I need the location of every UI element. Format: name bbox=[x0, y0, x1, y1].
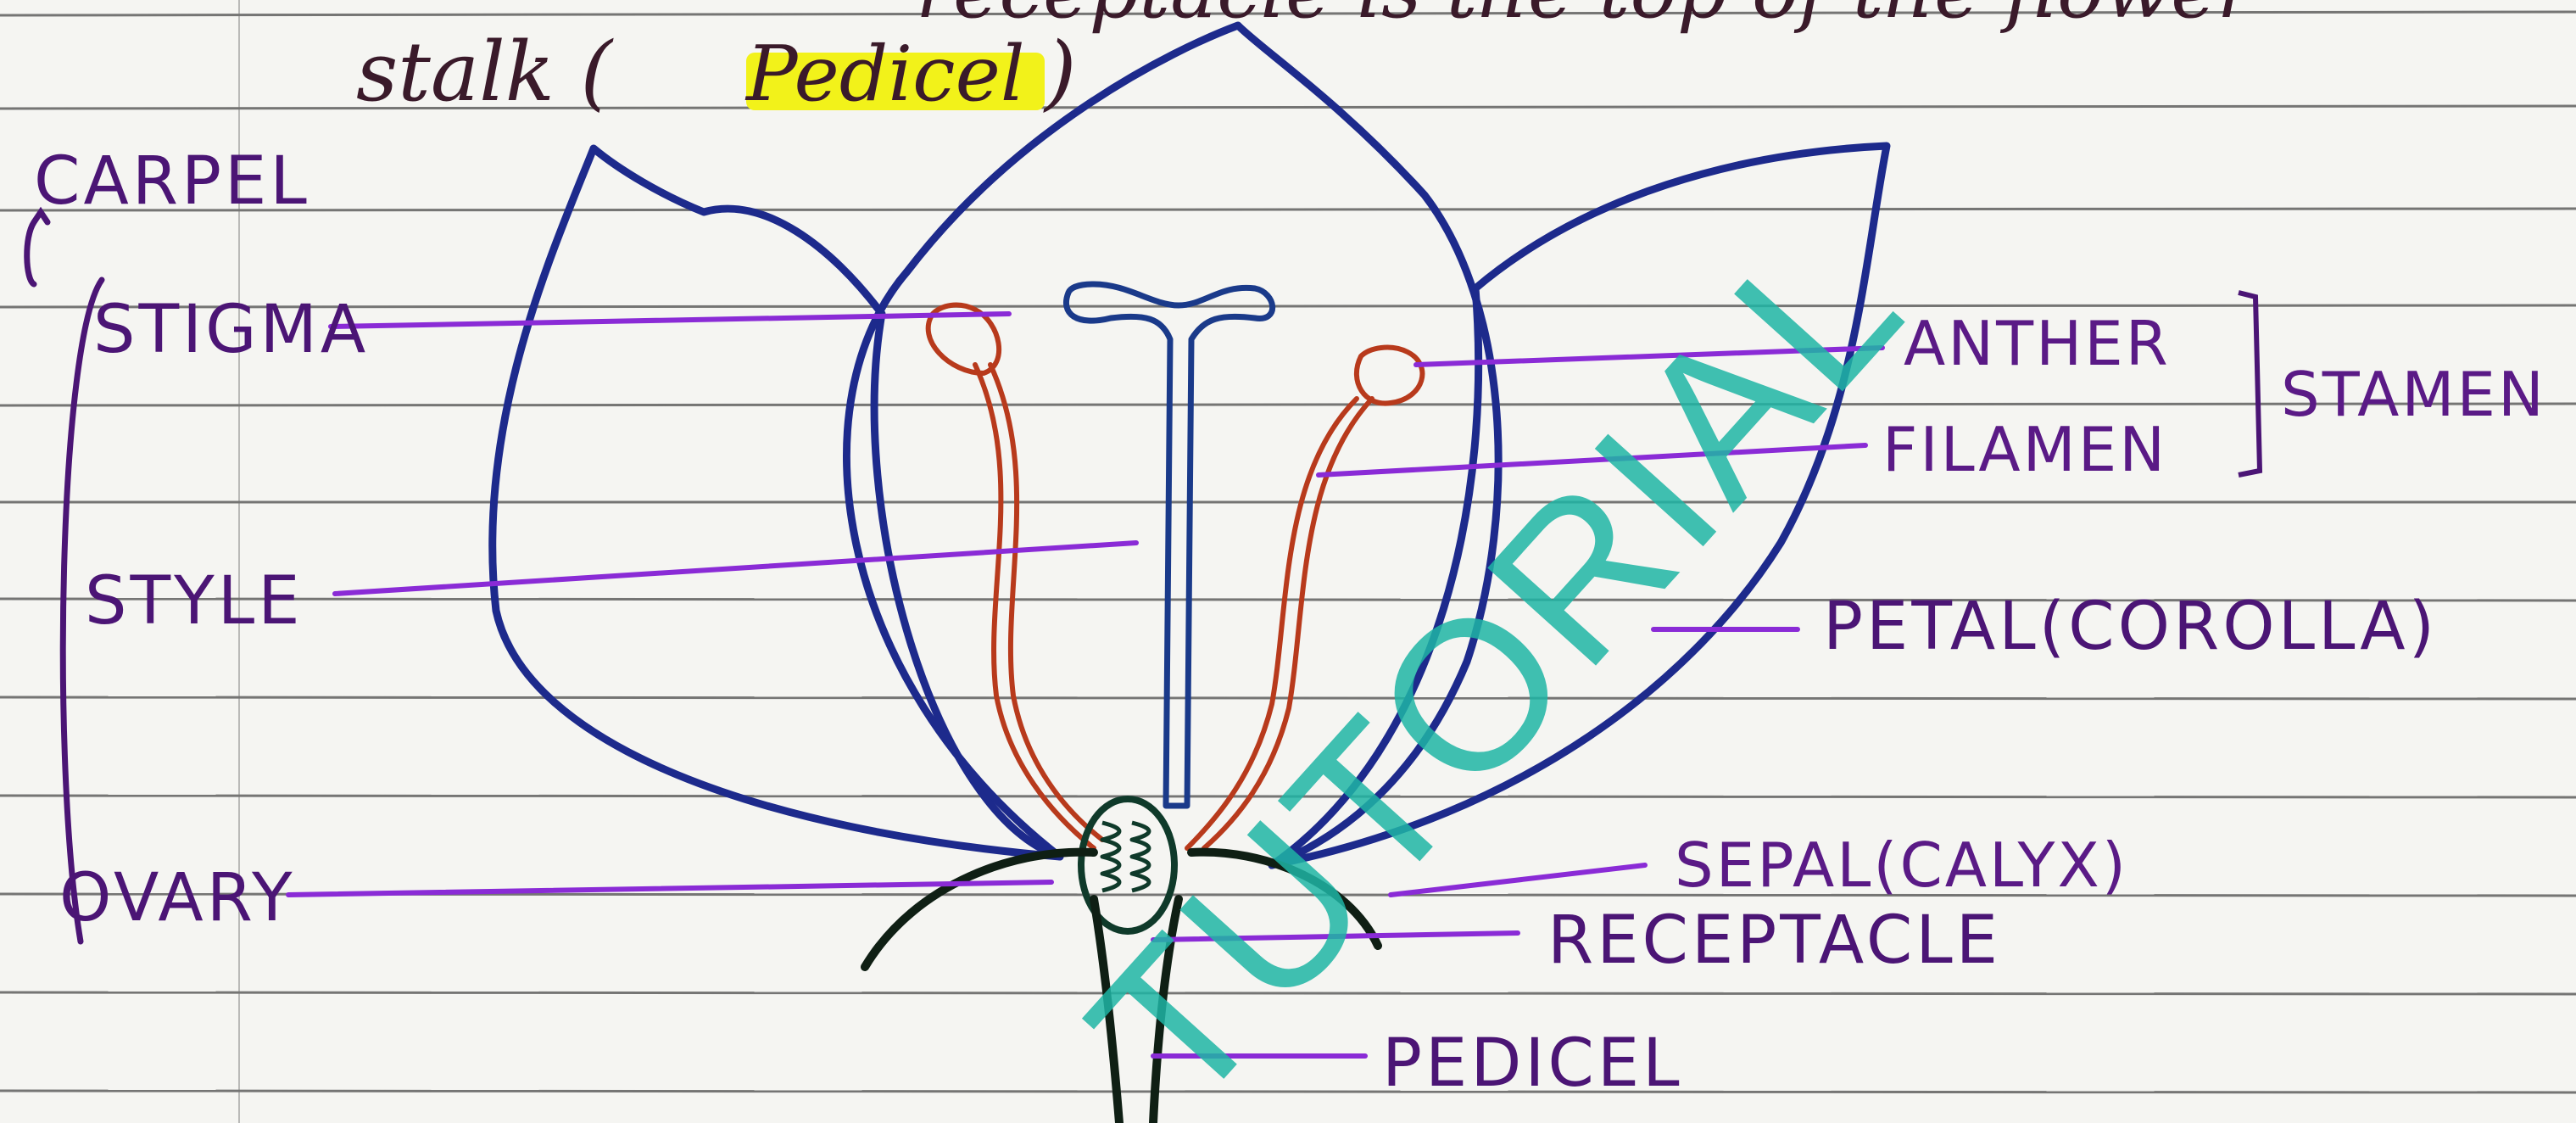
left-sepal bbox=[865, 852, 1094, 967]
label-filament: FILAMEN bbox=[1882, 414, 2167, 485]
pedicel-highlight: Pedicel bbox=[744, 30, 1025, 119]
watermark: TUTORIAL bbox=[1045, 185, 1947, 1123]
header-text: receptacle is the top of the flower bbox=[916, 0, 2259, 36]
label-receptacle: RECEPTACLE bbox=[1547, 902, 2001, 979]
label-style: STYLE bbox=[85, 563, 304, 640]
left-filament bbox=[975, 365, 1094, 848]
left-filament-inner bbox=[990, 365, 1102, 840]
stalk-close-paren: ) bbox=[1043, 25, 1076, 120]
stamen-bracket bbox=[2239, 293, 2260, 475]
label-sepal: SEPAL(CALYX) bbox=[1675, 830, 2128, 901]
label-stigma: STIGMA bbox=[93, 292, 369, 368]
label-petal: PETAL(COROLLA) bbox=[1823, 589, 2438, 665]
label-carpel: CARPEL bbox=[34, 143, 310, 220]
label-stamen: STAMEN bbox=[2281, 359, 2546, 430]
stalk-text: stalk ( bbox=[356, 25, 614, 120]
right-anther bbox=[1357, 348, 1423, 404]
label-ovary: OVARY bbox=[59, 860, 296, 936]
label-pedicel: PEDICEL bbox=[1382, 1025, 1683, 1102]
ovules bbox=[1102, 823, 1149, 891]
